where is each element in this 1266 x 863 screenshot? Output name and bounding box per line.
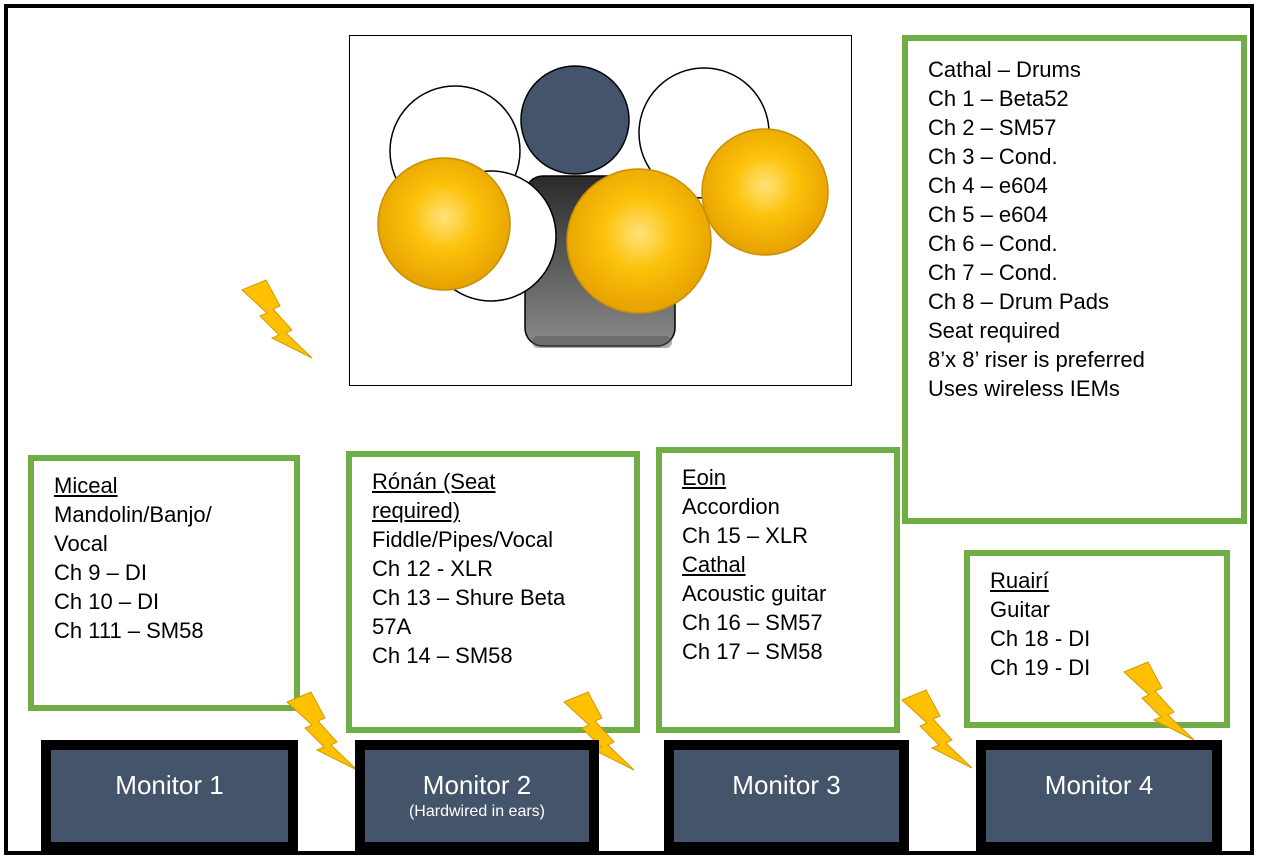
info-line: Accordion: [682, 494, 780, 519]
monitor-1: Monitor 1: [41, 740, 298, 852]
monitor-3: Monitor 3: [664, 740, 909, 852]
drums-line: Ch 3 – Cond.: [928, 144, 1058, 169]
info-line: Ch 10 – DI: [54, 589, 160, 614]
monitor-label: Monitor 1: [115, 770, 224, 800]
info-line: Fiddle/Pipes/Vocal: [372, 527, 553, 552]
drums-line: Ch 4 – e604: [928, 173, 1048, 198]
musician-name: required): [372, 498, 461, 523]
monitor-2: Monitor 2 (Hardwired in ears): [355, 740, 599, 852]
drums-line: Ch 1 – Beta52: [928, 86, 1069, 111]
musician-name: Rónán (Seat: [372, 469, 496, 494]
lightning-bolt-icon: [563, 691, 635, 771]
drum-kit-icon: [377, 65, 829, 348]
monitor-4: Monitor 4: [976, 740, 1222, 852]
info-line: 57A: [372, 614, 412, 639]
info-line: Ch 14 – SM58: [372, 643, 513, 668]
info-line: Ch 13 – Shure Beta: [372, 585, 566, 610]
musician-name: Miceal: [54, 473, 118, 498]
drums-line: Ch 8 – Drum Pads: [928, 289, 1109, 314]
drums-line: Ch 2 – SM57: [928, 115, 1057, 140]
musician-name: Eoin: [682, 465, 727, 490]
drums-line: Seat required: [928, 318, 1061, 343]
info-line: Vocal: [54, 531, 108, 556]
drums-line: 8’x 8’ riser is preferred: [928, 347, 1145, 372]
musician-name: Cathal: [682, 552, 746, 577]
drums-line: Ch 5 – e604: [928, 202, 1048, 227]
eoin-info-box: Eoin Accordion Ch 15 – XLR Cathal Acoust…: [656, 447, 900, 733]
drums-line: Cathal – Drums: [928, 57, 1081, 82]
info-line: Acoustic guitar: [682, 581, 827, 606]
info-line: Ch 15 – XLR: [682, 523, 808, 548]
ruairi-info-box: Ruairí Guitar Ch 18 - DI Ch 19 - DI: [964, 550, 1230, 728]
info-line: Ch 18 - DI: [990, 626, 1091, 651]
drums-line: Ch 7 – Cond.: [928, 260, 1058, 285]
info-line: Guitar: [990, 597, 1050, 622]
monitor-sublabel: (Hardwired in ears): [408, 803, 546, 820]
lightning-bolt-icon: [1123, 661, 1195, 741]
lightning-bolt-icon: [286, 691, 358, 771]
info-line: Ch 17 – SM58: [682, 639, 823, 664]
drums-line: Uses wireless IEMs: [928, 376, 1120, 401]
drums-line: Ch 6 – Cond.: [928, 231, 1058, 256]
monitor-label: Monitor 4: [1044, 770, 1154, 800]
miceal-info-box: Miceal Mandolin/Banjo/ Vocal Ch 9 – DI C…: [28, 455, 300, 711]
drum-kit-area: [349, 35, 852, 386]
info-line: Ch 12 - XLR: [372, 556, 494, 581]
monitor-label: Monitor 2: [422, 770, 532, 800]
stage-plot-frame: [4, 4, 1254, 855]
lightning-bolt-icon: [901, 689, 973, 769]
musician-name: Ruairí: [990, 568, 1049, 593]
info-line: Ch 19 - DI: [990, 655, 1091, 680]
info-line: Mandolin/Banjo/: [54, 502, 212, 527]
lightning-bolt-icon: [241, 279, 313, 359]
monitor-label: Monitor 3: [732, 770, 841, 800]
info-line: Ch 111 – SM58: [54, 618, 204, 643]
drums-info-box: Cathal – Drums Ch 1 – Beta52 Ch 2 – SM57…: [902, 35, 1247, 524]
ronan-info-box: Rónán (Seat required) Fiddle/Pipes/Vocal…: [346, 451, 640, 733]
info-line: Ch 9 – DI: [54, 560, 147, 585]
info-line: Ch 16 – SM57: [682, 610, 823, 635]
